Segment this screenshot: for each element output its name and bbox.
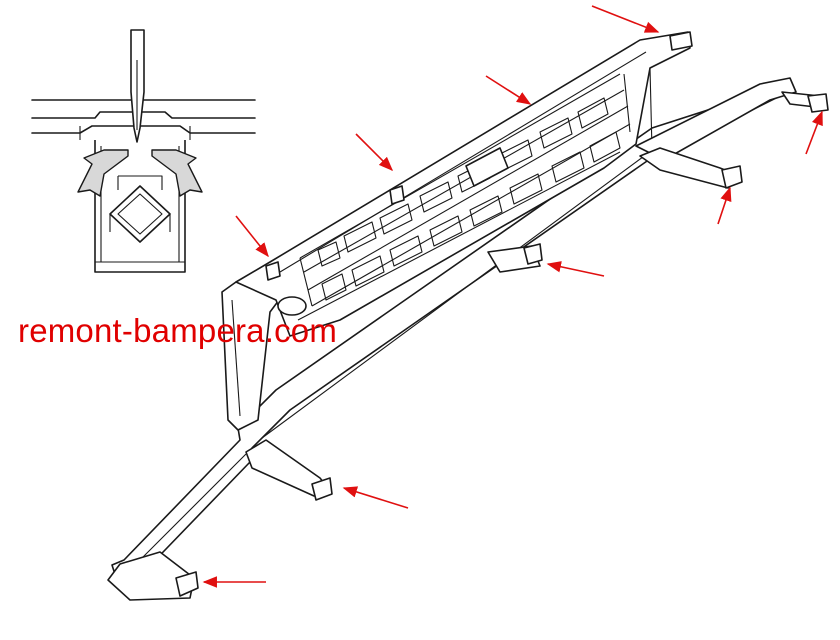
release-arrow-icon (77, 149, 203, 197)
watermark-text: remont-bampera.com (18, 312, 338, 349)
arrow-right-bracket (717, 186, 732, 225)
grille-slats (299, 73, 631, 307)
arrow-center-bracket (546, 261, 605, 277)
arrow-mid-grille (355, 133, 394, 172)
arrow-left-bracket (342, 486, 409, 509)
clip-detail-inset (31, 29, 256, 273)
arrow-upper-grille (485, 75, 532, 105)
arrow-far-right (805, 110, 823, 155)
grille-assembly (107, 31, 829, 601)
grille-cells (317, 97, 621, 301)
screwdriver-icon (130, 29, 145, 143)
arrow-top-right (591, 5, 660, 33)
arrow-left-grille (235, 215, 269, 258)
pointer-arrows (202, 5, 823, 588)
